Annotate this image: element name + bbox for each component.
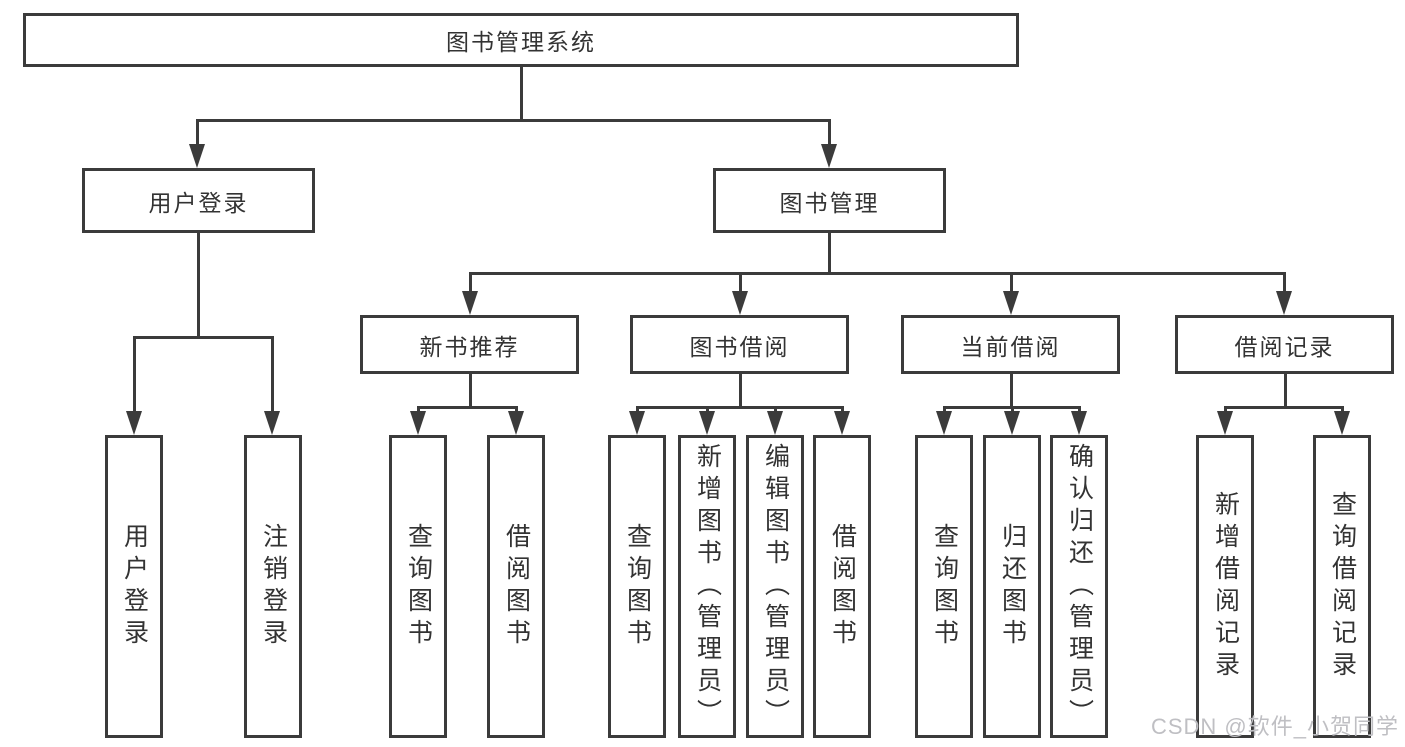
arrow-down-icon (1071, 411, 1087, 435)
leaf-borrow-edit-books-admin: 编辑图书（管理员） (746, 435, 804, 738)
arrow-down-icon (189, 144, 205, 168)
connector-vline (468, 374, 472, 406)
connector-stem (132, 336, 136, 413)
connector-stem (738, 272, 742, 293)
arrow-down-icon (1276, 291, 1292, 315)
connector-hline (635, 406, 844, 409)
leaf-records-query-record: 查询借阅记录 (1313, 435, 1371, 738)
arrow-down-icon (462, 291, 478, 315)
leaf-logout: 注销登录 (244, 435, 302, 738)
arrow-down-icon (1003, 291, 1019, 315)
leaf-borrow-borrow-books: 借阅图书 (813, 435, 871, 738)
connector-stem (705, 406, 709, 413)
connector-hline (1223, 406, 1344, 409)
arrow-down-icon (508, 411, 524, 435)
connector-stem (635, 406, 639, 413)
leaf-current-query-books: 查询图书 (915, 435, 973, 738)
connector-stem (1223, 406, 1227, 413)
arrow-down-icon (767, 411, 783, 435)
leaf-borrow-query-books: 查询图书 (608, 435, 666, 738)
arrow-down-icon (821, 144, 837, 168)
node-user-login: 用户登录 (82, 168, 315, 233)
connector-hline (195, 119, 831, 122)
leaf-newbook-borrow-books: 借阅图书 (487, 435, 545, 738)
arrow-down-icon (629, 411, 645, 435)
node-book-management: 图书管理 (713, 168, 946, 233)
connector-stem (1282, 272, 1286, 293)
connector-hline (468, 272, 1286, 275)
leaf-current-return-books: 归还图书 (983, 435, 1041, 738)
arrow-down-icon (936, 411, 952, 435)
connector-vline (1283, 374, 1287, 406)
connector-stem (840, 406, 844, 413)
connector-stem (1009, 272, 1013, 293)
connector-stem (195, 119, 199, 146)
connector-vline (827, 233, 831, 272)
connector-vline (1009, 374, 1013, 406)
arrow-down-icon (264, 411, 280, 435)
leaf-current-confirm-return-admin: 确认归还（管理员） (1050, 435, 1108, 738)
connector-stem (942, 406, 946, 413)
arrow-down-icon (410, 411, 426, 435)
connector-stem (1010, 406, 1014, 413)
connector-stem (827, 119, 831, 146)
connector-stem (773, 406, 777, 413)
connector-stem (270, 336, 274, 413)
connector-stem (416, 406, 420, 413)
node-root-library-system: 图书管理系统 (23, 13, 1019, 67)
node-new-book-recommendation: 新书推荐 (360, 315, 579, 374)
leaf-borrow-add-books-admin: 新增图书（管理员） (678, 435, 736, 738)
arrow-down-icon (1217, 411, 1233, 435)
arrow-down-icon (1334, 411, 1350, 435)
leaf-newbook-query-books: 查询图书 (389, 435, 447, 738)
leaf-records-add-record: 新增借阅记录 (1196, 435, 1254, 738)
arrow-down-icon (126, 411, 142, 435)
node-book-borrowing: 图书借阅 (630, 315, 849, 374)
arrow-down-icon (1004, 411, 1020, 435)
arrow-down-icon (699, 411, 715, 435)
node-current-borrowing: 当前借阅 (901, 315, 1120, 374)
connector-vline (519, 67, 523, 119)
connector-stem (468, 272, 472, 293)
connector-vline (738, 374, 742, 406)
connector-hline (132, 336, 274, 339)
leaf-user-login: 用户登录 (105, 435, 163, 738)
arrow-down-icon (834, 411, 850, 435)
connector-vline (196, 233, 200, 336)
connector-stem (1077, 406, 1081, 413)
connector-hline (416, 406, 518, 409)
connector-stem (514, 406, 518, 413)
node-borrowing-records: 借阅记录 (1175, 315, 1394, 374)
arrow-down-icon (732, 291, 748, 315)
connector-stem (1340, 406, 1344, 413)
